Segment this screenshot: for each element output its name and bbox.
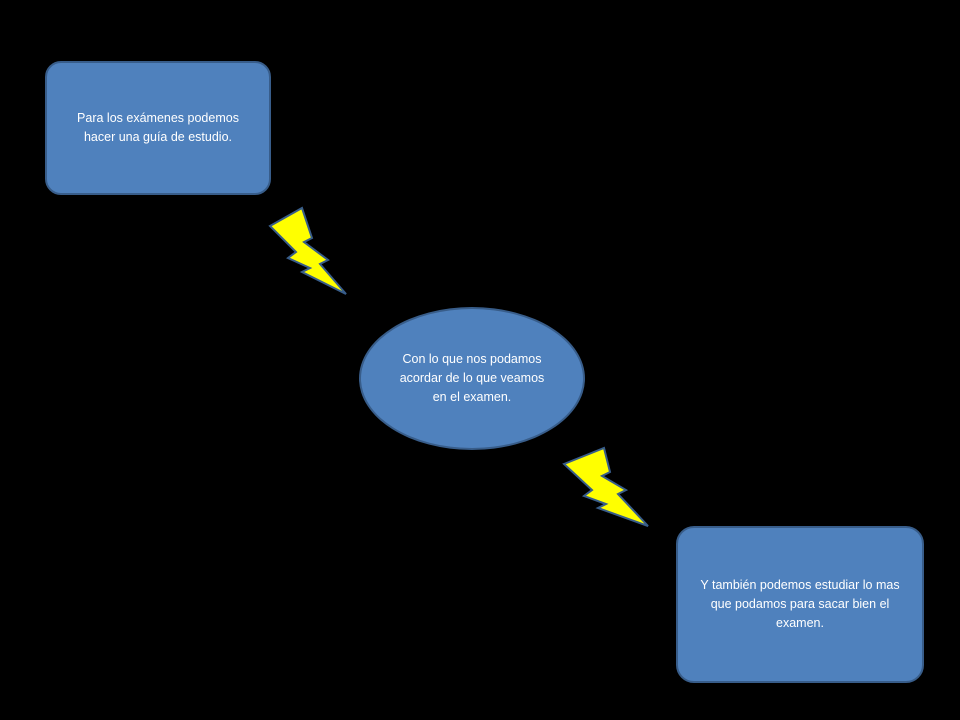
study-guide-text: Para los exámenes podemos hacer una guía…: [77, 111, 239, 144]
remember-ellipse: Con lo que nos podamos acordar de lo que…: [359, 307, 585, 450]
remember-text: Con lo que nos podamos acordar de lo que…: [399, 352, 545, 404]
lightning-bolt-shape: [562, 446, 649, 527]
lightning-bolt-shape: [268, 206, 347, 295]
study-more-text: Y también podemos estudiar lo mas que po…: [700, 578, 900, 630]
study-guide-box: Para los exámenes podemos hacer una guía…: [45, 61, 271, 195]
lightning-bolt-icon: [268, 206, 347, 295]
study-more-box: Y también podemos estudiar lo mas que po…: [676, 526, 924, 683]
lightning-bolt-icon: [562, 446, 649, 527]
